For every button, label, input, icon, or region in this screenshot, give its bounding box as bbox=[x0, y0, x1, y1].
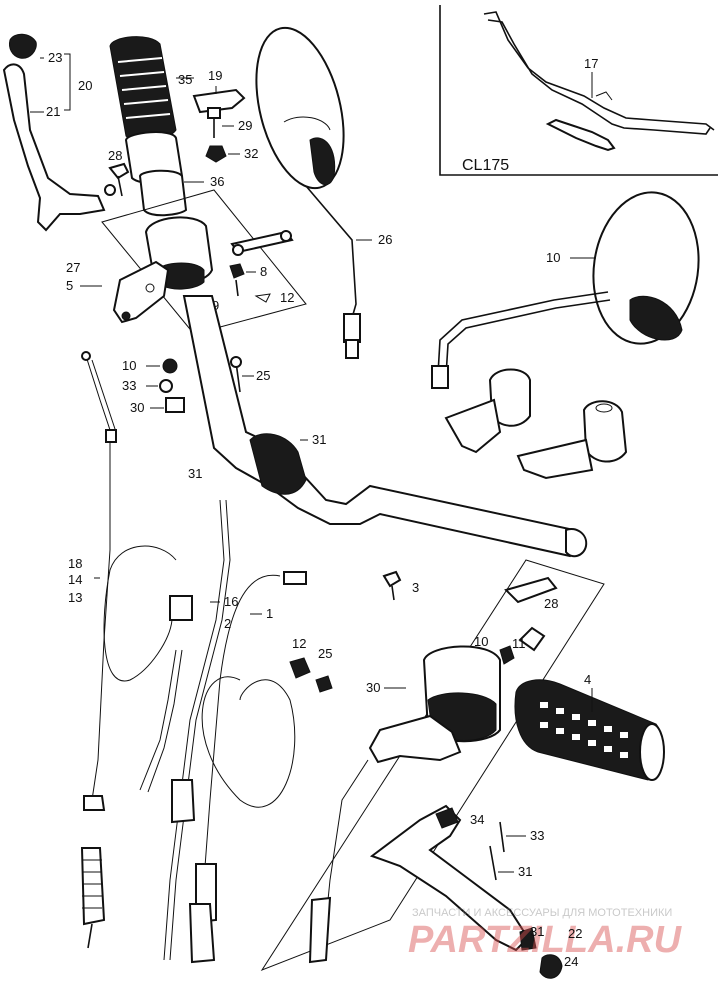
part-label-4: 30 bbox=[366, 680, 380, 695]
part-label-30-mid: 25 bbox=[318, 646, 332, 661]
right-switch-housing: 28 10 11 30 bbox=[260, 559, 605, 972]
part-label-16: 13 bbox=[68, 590, 82, 605]
part-label-18: 31 bbox=[312, 432, 326, 447]
part-label-17: 17 bbox=[584, 56, 598, 71]
part-label-13: 14 bbox=[68, 572, 82, 587]
inset-title: CL175 bbox=[462, 157, 509, 174]
part-label-34: 4 bbox=[584, 672, 591, 687]
small-parts-top: 19 29 32 28 bbox=[108, 68, 258, 197]
watermark-logo: PARTZILLA.RU bbox=[408, 919, 683, 961]
part-label-33-left: 10 bbox=[122, 358, 136, 373]
part-label-28-top: 28 bbox=[108, 148, 122, 163]
part-label-29: 29 bbox=[238, 118, 252, 133]
part-label-12-top: 9 bbox=[212, 298, 219, 313]
part-label-14: 18 bbox=[68, 556, 82, 571]
part-label-25-mid: 12 bbox=[292, 636, 306, 651]
mirror-right: 10 bbox=[431, 191, 700, 389]
inset-box: 17 CL175 bbox=[439, 5, 718, 176]
mirror-clamps bbox=[444, 368, 628, 480]
part-label-9: 8 bbox=[260, 264, 267, 279]
throttle-grip: 35 36 bbox=[109, 36, 224, 217]
part-label-10-right: 28 bbox=[544, 596, 558, 611]
part-label-35: 35 bbox=[178, 72, 192, 87]
part-label-27: 10 bbox=[546, 250, 560, 265]
part-label-24: 22 bbox=[568, 926, 582, 941]
part-label-25-left: 30 bbox=[130, 400, 144, 415]
part-label-22: 31 bbox=[530, 924, 544, 939]
handlebar: 31 bbox=[182, 295, 588, 558]
cables: 18 14 13 16 2 1 bbox=[68, 351, 307, 964]
part-label-1: 2 bbox=[224, 616, 231, 631]
middle-small-parts: 3 12 25 bbox=[289, 570, 419, 693]
part-label-28-mid: 3 bbox=[412, 580, 419, 595]
watermark: ЗАПЧАСТИ И АКСЕССУАРЫ ДЛЯ МОТОТЕХНИКИ PA… bbox=[408, 907, 683, 961]
part-label-21: 21 bbox=[46, 104, 60, 119]
part-label-2: 16 bbox=[224, 594, 238, 609]
part-label-10-top: 12 bbox=[280, 290, 294, 305]
part-label-11: 10 bbox=[474, 634, 488, 649]
left-switch-housing: 27 5 8 9 12 bbox=[66, 189, 307, 335]
part-label-30-left: 33 bbox=[122, 378, 136, 393]
mirror-left: 26 bbox=[255, 26, 392, 359]
bottom-right-labels: 31 22 24 bbox=[530, 924, 582, 969]
part-label-33-right: 34 bbox=[470, 812, 484, 827]
part-label-19: 19 bbox=[208, 68, 222, 83]
part-label-32: 32 bbox=[244, 146, 258, 161]
part-label-23-top: 23 bbox=[48, 50, 62, 65]
right-grip: 4 bbox=[514, 672, 665, 781]
part-label-12-right: 11 bbox=[512, 636, 526, 651]
left-lever-assembly: 23 20 21 bbox=[2, 33, 116, 232]
part-label-26: 26 bbox=[378, 232, 392, 247]
watermark-caption: ЗАПЧАСТИ И АКСЕССУАРЫ ДЛЯ МОТОТЕХНИКИ bbox=[412, 907, 672, 919]
part-label-8: 5 bbox=[66, 278, 73, 293]
part-label-31-b: 31 bbox=[188, 466, 202, 481]
part-label-31-c: 33 bbox=[530, 828, 544, 843]
part-label-36: 36 bbox=[210, 174, 224, 189]
part-label-5: 27 bbox=[66, 260, 80, 275]
part-label-23-bottom: 24 bbox=[564, 954, 578, 969]
part-label-20: 20 bbox=[78, 78, 92, 93]
right-lever-assembly: 34 33 31 bbox=[369, 804, 563, 979]
left-small-parts: 10 33 30 25 31 bbox=[122, 356, 270, 481]
part-label-3: 1 bbox=[266, 606, 273, 621]
part-label-31-a: 25 bbox=[256, 368, 270, 383]
part-label-31-d: 31 bbox=[518, 864, 532, 879]
